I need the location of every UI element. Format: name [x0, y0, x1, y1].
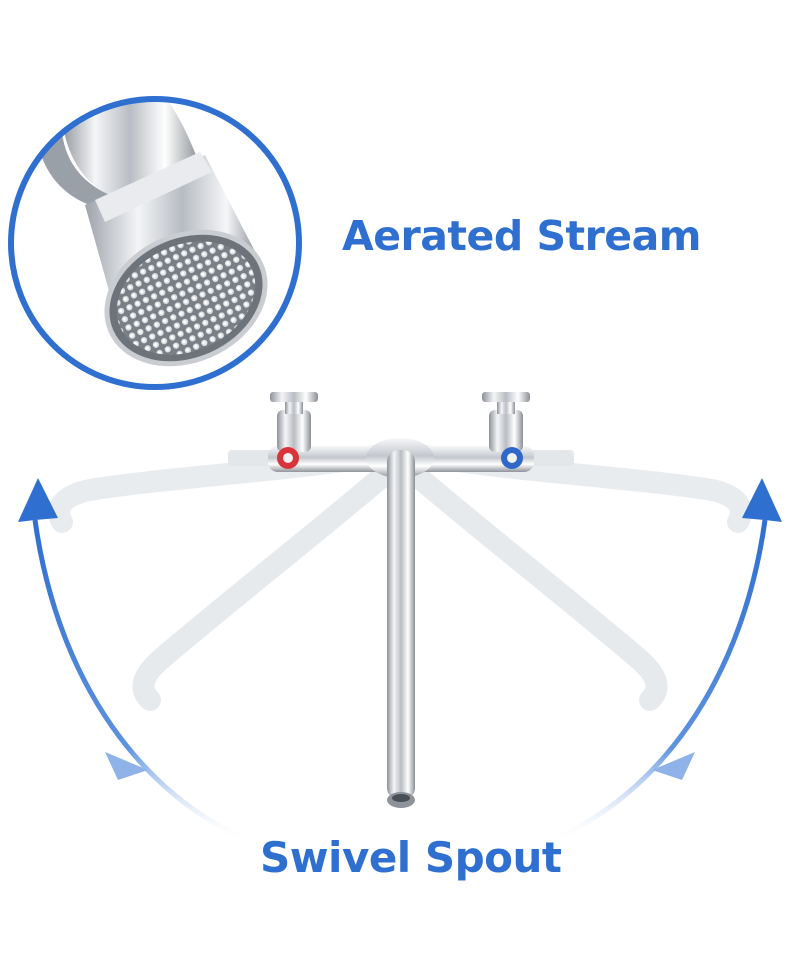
- faucet: [228, 392, 574, 808]
- aerator-inset: [8, 96, 302, 390]
- inset-border: [8, 96, 302, 390]
- swivel-spout-label: Swivel Spout: [260, 833, 562, 882]
- curved-arrow-up-right-icon: [537, 478, 782, 848]
- aerated-stream-label: Aerated Stream: [342, 212, 702, 260]
- hot-valve: [270, 392, 318, 469]
- curved-arrow-up-left-icon: [18, 478, 263, 848]
- cold-valve: [482, 392, 530, 469]
- swivel-spout: [387, 450, 415, 808]
